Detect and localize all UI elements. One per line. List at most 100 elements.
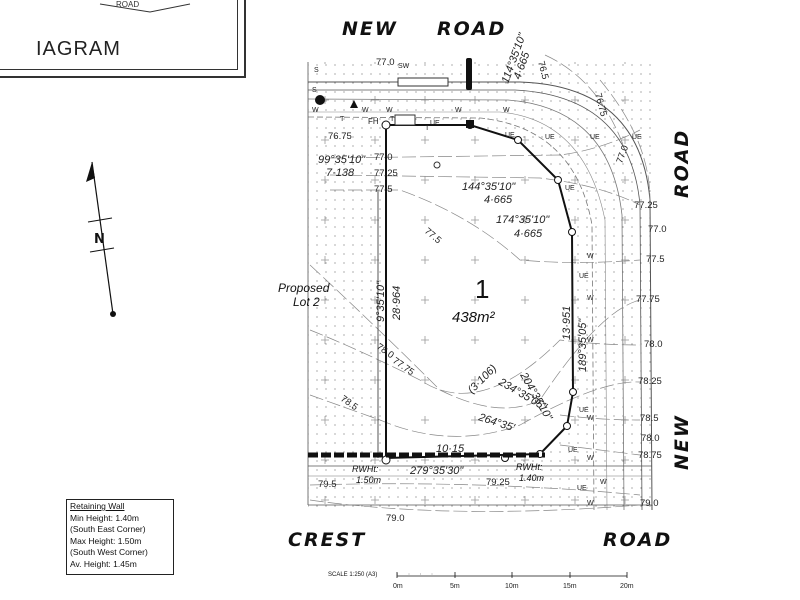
service-label: UE xyxy=(430,120,440,127)
bearing-south: 279°35'30" xyxy=(409,465,464,477)
service-label: W xyxy=(587,455,594,462)
service-label: T xyxy=(425,125,430,132)
bearing-west: 9°35'10" xyxy=(375,280,387,322)
service-label-fh: FH xyxy=(368,117,379,126)
lot-number: 1 xyxy=(475,274,489,304)
distance-corner-c: 4·665 xyxy=(514,228,543,240)
road-reserve-outer-line xyxy=(308,81,653,511)
north-arrow-label: N xyxy=(94,232,107,247)
peg-se2 xyxy=(563,422,571,430)
contour-label: 77.25 xyxy=(374,168,398,179)
contour-lines xyxy=(309,54,651,512)
retaining-wall-line: Av. Height: 1.45m xyxy=(70,558,137,569)
contour-label: 76.5 xyxy=(535,60,550,81)
service-label: UE xyxy=(590,134,600,141)
contour-77-5 xyxy=(330,189,641,263)
service-line-ue xyxy=(307,116,595,511)
retaining-wall-title: Retaining Wall xyxy=(70,501,125,511)
valve-symbol xyxy=(433,161,441,169)
bearing-top-left: 99°35'10" xyxy=(318,154,366,166)
bearing-corner-b: 144°35'10" xyxy=(462,181,516,193)
north-arrow-tick-1 xyxy=(87,217,113,223)
contour-label: 79.5 xyxy=(318,479,337,490)
location-diagram-road-label: ROAD xyxy=(116,0,140,9)
road-name-right-new: NEW xyxy=(671,414,693,470)
rw-height-right-label: RWHt: xyxy=(516,462,543,472)
bearing-corner-c: 174°35'10" xyxy=(496,214,550,226)
service-label: W xyxy=(587,337,594,344)
location-diagram-frame xyxy=(0,0,246,78)
distance-top-left: 7·138 xyxy=(326,167,355,179)
service-label: W xyxy=(386,107,393,114)
north-arrow: N xyxy=(86,161,116,317)
road-reserve-line-2 xyxy=(308,89,643,511)
contour-label: 78.0 xyxy=(641,433,660,444)
service-label: W xyxy=(587,253,594,260)
rw-height-right-value: 1.40m xyxy=(519,473,545,483)
lot-1-boundary xyxy=(385,124,575,460)
contour-77-25 xyxy=(329,174,641,206)
corner-marker xyxy=(466,120,474,128)
peg-nw xyxy=(381,120,391,130)
service-label: W xyxy=(312,107,319,114)
contour-label: 76.75 xyxy=(328,131,352,142)
service-label: T xyxy=(390,116,395,123)
north-arrow-shaft xyxy=(91,161,114,315)
contour-label: 79.25 xyxy=(486,477,510,488)
service-label: UE xyxy=(632,134,642,141)
peg-se1 xyxy=(569,388,577,396)
road-name-top-new: NEW xyxy=(342,18,398,40)
service-label: UE xyxy=(579,273,589,280)
neighbor-lot-label-1: Proposed xyxy=(278,281,330,295)
service-labels: S SW W W W W W FH T T UE UE UE UE UE T U… xyxy=(312,63,642,507)
service-label: UE xyxy=(568,447,578,454)
contour-label: 77.5 xyxy=(374,184,393,195)
distance-south: 10·15 xyxy=(436,443,465,455)
contour-79-0 xyxy=(309,499,641,512)
service-label: W xyxy=(455,107,462,114)
hydrant-triangle-symbol xyxy=(350,100,358,108)
lot-area: 438m² xyxy=(452,309,496,326)
sewer-manhole-symbol xyxy=(315,95,325,105)
road-name-top-road: ROAD xyxy=(437,18,506,40)
distance-west: 28·964 xyxy=(391,286,403,321)
service-label: W xyxy=(587,295,594,302)
peg-ne3 xyxy=(568,228,576,236)
retaining-wall-line: Max Height: 1.50m xyxy=(70,535,142,546)
contour-76-75 xyxy=(599,79,651,201)
road-name-right-road: ROAD xyxy=(671,129,693,198)
service-label: UE xyxy=(565,185,575,192)
neighbor-lot-label-2: Lot 2 xyxy=(293,295,320,309)
rw-height-left-label: RWHt: xyxy=(352,464,379,474)
service-label: UE xyxy=(579,407,589,414)
contour-label: 78.0 xyxy=(644,339,663,350)
diagram-road-line xyxy=(99,3,191,13)
contour-label: 77.75 xyxy=(636,294,660,305)
service-label: UE xyxy=(505,132,515,139)
service-label: SW xyxy=(398,63,410,70)
road-name-bottom-road: ROAD xyxy=(603,529,672,551)
rw-height-left-value: 1.50m xyxy=(356,475,382,485)
service-label: W xyxy=(600,479,607,486)
contour-label: 78.5 xyxy=(640,413,659,424)
retaining-wall-line: Min Height: 1.40m xyxy=(70,512,139,523)
contour-label: 79.0 xyxy=(640,498,659,509)
contour-label: 78.75 xyxy=(638,450,662,461)
contour-77-75 xyxy=(309,264,641,409)
contour-78-5 xyxy=(559,414,641,421)
lot-interior-crosses xyxy=(386,125,573,458)
location-diagram-inner-frame xyxy=(0,0,238,70)
contour-label: 77.0 xyxy=(376,57,395,68)
scale-label-0: 0m xyxy=(393,583,403,590)
light-pole-symbol xyxy=(466,58,472,90)
bearing-east: 189°35'05" xyxy=(577,318,589,372)
retaining-wall-line: (South East Corner) xyxy=(70,524,146,534)
distance-corner-b: 4·665 xyxy=(484,194,513,206)
contour-label: 78.25 xyxy=(638,376,662,387)
scale-label-15: 15m xyxy=(563,583,577,590)
pit-box-symbol xyxy=(394,114,416,126)
retaining-wall-line: (South West Corner) xyxy=(70,547,148,557)
contour-78-75 xyxy=(559,444,641,456)
contour-label: 77.25 xyxy=(634,200,658,211)
